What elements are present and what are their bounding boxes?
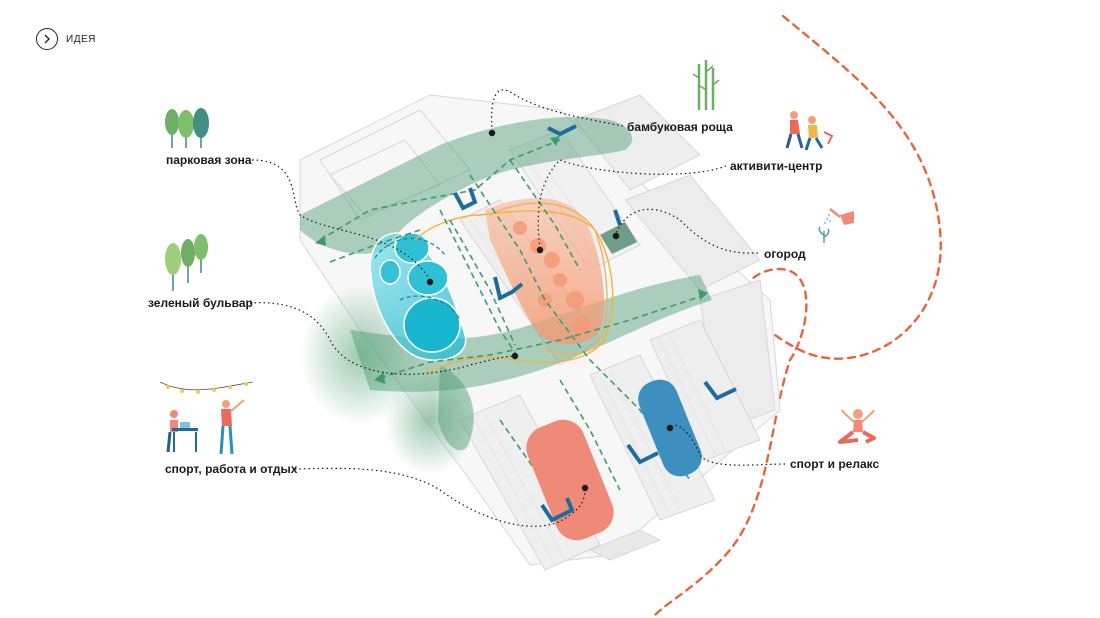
label-activity-center: активити-центр: [730, 159, 823, 173]
bamboo-icon: [692, 60, 720, 110]
building-markers: [453, 124, 737, 523]
leader-lines: [249, 89, 786, 527]
nav-idea-button[interactable]: ИДЕЯ: [36, 28, 96, 50]
garden-zone: [600, 222, 637, 254]
trees-icon: [165, 108, 209, 148]
activity-area: [485, 198, 608, 355]
trees-icon: [165, 234, 208, 291]
yoga-icon: [838, 409, 876, 444]
path-arrows: [315, 136, 708, 384]
label-park-zone: парковая зона: [166, 153, 252, 167]
label-bamboo-grove: бамбуковая роща: [627, 120, 733, 134]
leader-endpoints: [426, 129, 674, 492]
people-running-icon: [785, 111, 834, 151]
label-green-boulevard: зеленый бульвар: [148, 296, 253, 310]
green-dashed-paths: [319, 139, 706, 521]
water-area: [369, 232, 467, 361]
watering-can-icon: [818, 208, 854, 243]
nav-label: ИДЕЯ: [66, 33, 96, 45]
orange-dashed-path: [653, 14, 942, 617]
label-sport-work-rest: спорт, работа и отдых: [165, 462, 298, 476]
people-working-icon: [159, 381, 254, 455]
label-garden: огород: [764, 247, 806, 261]
green-glow: [385, 365, 475, 475]
sport-work-zone: [526, 419, 614, 541]
chevron-right-icon: [36, 28, 58, 50]
label-sport-relax: спорт и релакс: [790, 457, 880, 471]
water-dashed-paths: [374, 237, 461, 321]
